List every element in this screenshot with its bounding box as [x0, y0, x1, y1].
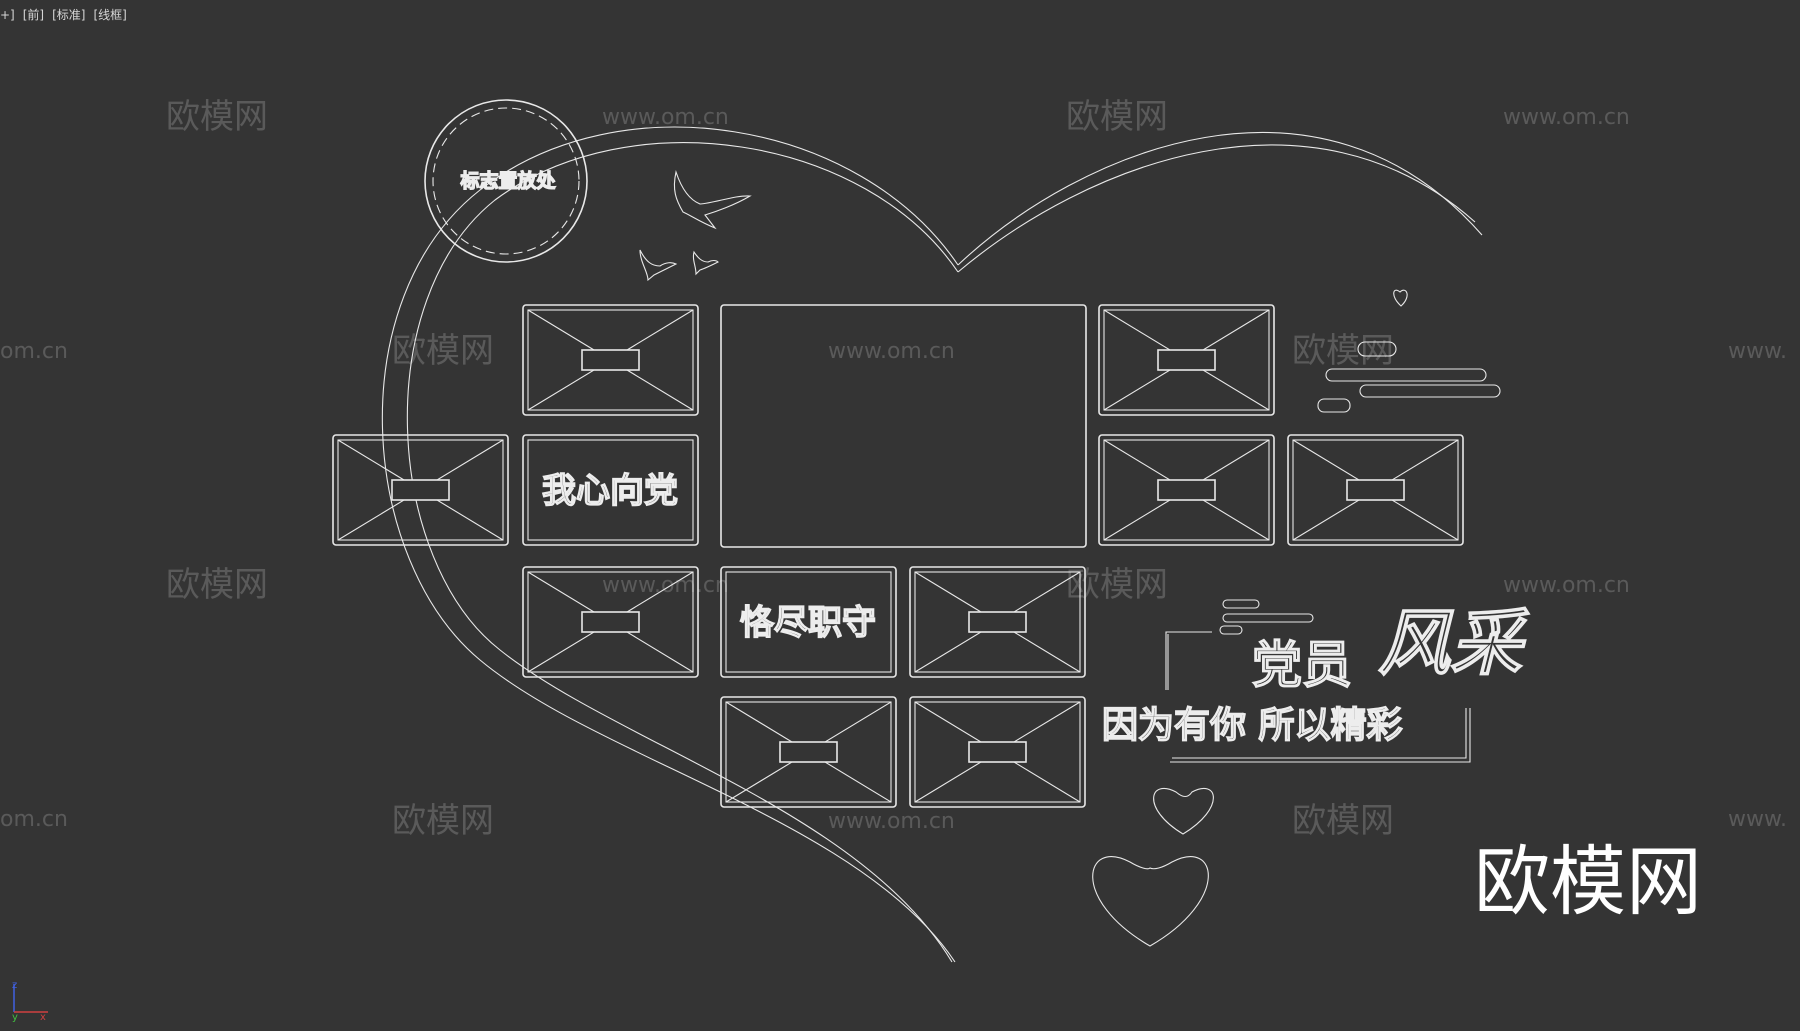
title-text: 党员	[1252, 636, 1352, 694]
heart-arc-left-outer	[381, 126, 959, 963]
watermark-url: www.om.cn	[602, 573, 729, 598]
photo-frame[interactable]	[522, 304, 699, 416]
cloud-stroke	[1325, 368, 1487, 382]
heart-arc-right-outer	[957, 132, 1483, 266]
viewport-label[interactable]: +] [前] [标准] [线框]	[0, 6, 127, 24]
cloud-stroke	[1222, 613, 1314, 623]
title-calligraphy: 风采	[1378, 600, 1530, 685]
watermark-url: www.om.cn	[1503, 105, 1630, 130]
watermark-url: www.om.cn	[1503, 573, 1630, 598]
slogan-panel[interactable]: 我心向党	[522, 434, 699, 546]
watermark-brand: 欧模网	[166, 565, 268, 605]
main-display-frame[interactable]	[720, 304, 1087, 548]
photo-frame[interactable]	[1287, 434, 1464, 546]
watermark-brand: 欧模网	[1066, 97, 1168, 137]
photo-frame[interactable]	[332, 434, 509, 546]
logo-placeholder-text: 标志置放处	[460, 169, 556, 192]
cloud-stroke	[1219, 625, 1243, 635]
dove-icons	[639, 169, 752, 282]
logo-circle-dashed	[432, 107, 580, 255]
watermark-url: www.	[1728, 807, 1787, 832]
watermark-url: om.cn	[0, 339, 68, 364]
slogan-text: 恪尽职守	[740, 603, 876, 643]
photo-frame[interactable]	[720, 696, 897, 808]
watermark-brand: 欧模网	[1292, 331, 1394, 371]
photo-frame[interactable]	[1098, 304, 1275, 416]
watermark-url: www.om.cn	[828, 809, 955, 834]
watermark-url: www.om.cn	[828, 339, 955, 364]
photo-frame[interactable]	[522, 566, 699, 678]
logo-circle-outer	[424, 99, 588, 263]
dove-icon	[639, 249, 678, 282]
watermark-brand: 欧模网	[392, 331, 494, 371]
title-bracket-right	[1170, 708, 1471, 763]
title-bracket-left	[1165, 631, 1212, 690]
viewport-menu-plus[interactable]: +]	[0, 8, 15, 22]
dove-icon	[692, 250, 719, 276]
cloud-stroke	[1357, 341, 1397, 357]
logo-placeholder[interactable]: 标志置放处	[424, 99, 588, 263]
watermark-brand: 欧模网	[392, 801, 494, 841]
photo-frame-grid[interactable]: 我心向党	[332, 304, 1464, 808]
axis-x-label: x	[40, 1012, 46, 1023]
photo-frame[interactable]	[909, 566, 1086, 678]
viewport-mode-wireframe[interactable]: [线框]	[93, 8, 127, 22]
watermark-url: om.cn	[0, 807, 68, 832]
heart-arc-right-inner	[957, 144, 1476, 273]
slogan-panel[interactable]: 恪尽职守	[720, 566, 897, 678]
heart-icon	[1092, 856, 1209, 947]
axis-y-label: y	[12, 1012, 18, 1023]
cloud-decoration	[1219, 341, 1501, 635]
viewport-view-front[interactable]: [前]	[22, 8, 45, 22]
watermark-brand: 欧模网	[166, 97, 268, 137]
decorative-hearts	[1092, 289, 1408, 947]
axis-gizmo: z y x	[12, 980, 48, 1023]
axis-z-label: z	[12, 980, 17, 991]
heart-icon	[1153, 787, 1214, 835]
title-block[interactable]: 党员 风采 因为有你 所以精彩	[1101, 599, 1531, 763]
slogan-text: 我心向党	[542, 471, 678, 511]
photo-frame[interactable]	[1098, 434, 1275, 546]
cloud-stroke	[1317, 398, 1351, 413]
watermark-url: www.	[1728, 339, 1787, 364]
dove-icon	[673, 169, 752, 230]
viewport-shading-standard[interactable]: [标准]	[52, 8, 86, 22]
watermark-url: www.om.cn	[602, 105, 729, 130]
photo-frame[interactable]	[909, 696, 1086, 808]
watermark-brand: 欧模网	[1292, 801, 1394, 841]
heart-icon	[1393, 289, 1408, 307]
subtitle-text: 因为有你 所以精彩	[1102, 705, 1403, 746]
brand-watermark-logo: 欧模网	[1474, 837, 1702, 926]
watermark-brand: 欧模网	[1066, 565, 1168, 605]
cloud-stroke	[1222, 599, 1260, 609]
cloud-stroke	[1359, 384, 1501, 398]
watermark-layer: 欧模网 www.om.cn 欧模网 www.om.cn om.cn 欧模网 ww…	[0, 97, 1787, 841]
